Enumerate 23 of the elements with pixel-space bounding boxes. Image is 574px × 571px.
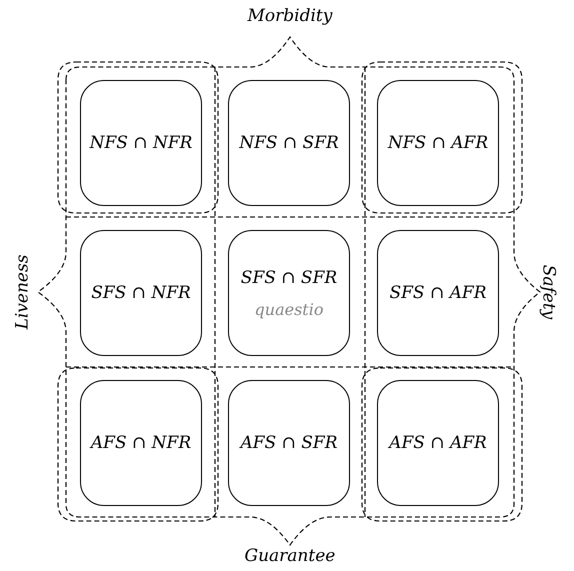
set-label: NFS ∩ SFR [239, 133, 339, 153]
region-label: Safety [538, 264, 558, 320]
rounded-box [377, 380, 499, 506]
set-label: AFS ∩ NFR [90, 433, 192, 453]
rounded-box [80, 230, 202, 356]
rounded-box [80, 380, 202, 506]
note-text: quaestio [254, 300, 324, 318]
region-label: Morbidity [248, 6, 332, 26]
set-label: SFS ∩ NFR [91, 283, 191, 303]
rounded-box [228, 230, 350, 356]
set-label: AFS ∩ SFR [240, 433, 338, 453]
rounded-box [80, 80, 202, 206]
set-label: SFS ∩ SFR [240, 268, 338, 288]
set-label: AFS ∩ AFR [389, 433, 487, 453]
region-label: Liveness [12, 254, 32, 330]
set-label: NFS ∩ AFR [388, 133, 488, 153]
set-label: NFS ∩ NFR [90, 133, 192, 153]
rounded-box [377, 80, 499, 206]
rounded-box [228, 380, 350, 506]
region-label: Guarantee [244, 546, 336, 566]
set-label: SFS ∩ AFR [389, 283, 486, 303]
rounded-box [377, 230, 499, 356]
rounded-box [228, 80, 350, 206]
